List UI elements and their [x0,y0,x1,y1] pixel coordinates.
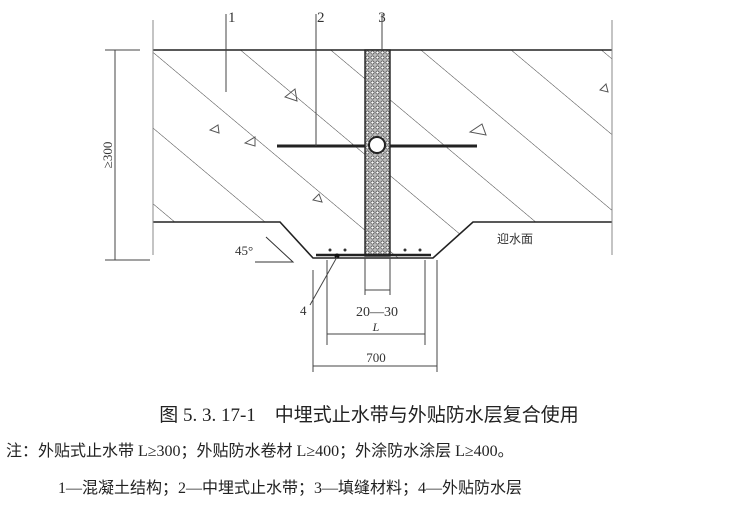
callout-3: 3 [378,10,386,26]
slab-bottom-edge [153,221,612,259]
width-dimension: 700 [366,350,386,365]
figure-note: 注：外贴式止水带 L≥300；外贴防水卷材 L≥400；外涂防水涂层 L≥400… [6,443,514,460]
angle-label: 45° [235,243,253,258]
callout-2: 2 [317,10,325,26]
joint-filler [364,49,391,257]
waterstop-bulb [368,136,386,154]
callout-1: 1 [228,10,236,26]
layer-fasteners [328,248,422,252]
aggregate-marks [208,83,609,203]
joint-detail-drawing: 1 2 3 4 ≥300 45° 迎水面 20—30 L 700 [100,10,613,372]
angle-triangle [265,236,295,263]
callout-4: 4 [300,303,307,318]
length-label: L [372,320,380,334]
figure-caption: 图 5. 3. 17-1 中埋式止水带与外贴防水层复合使用 [159,405,579,426]
leader-line-4 [309,256,338,306]
bottom-dimension-lines [312,258,438,372]
figure-legend: 1—混凝土结构；2—中埋式止水带；3—填缝材料；4—外贴防水层 [58,480,523,497]
water-side-label: 迎水面 [497,232,533,246]
gap-dimension: 20—30 [356,305,398,320]
height-dimension: ≥300 [100,142,115,169]
height-dimension-lines [105,49,150,261]
layer-end-mark [334,253,340,259]
